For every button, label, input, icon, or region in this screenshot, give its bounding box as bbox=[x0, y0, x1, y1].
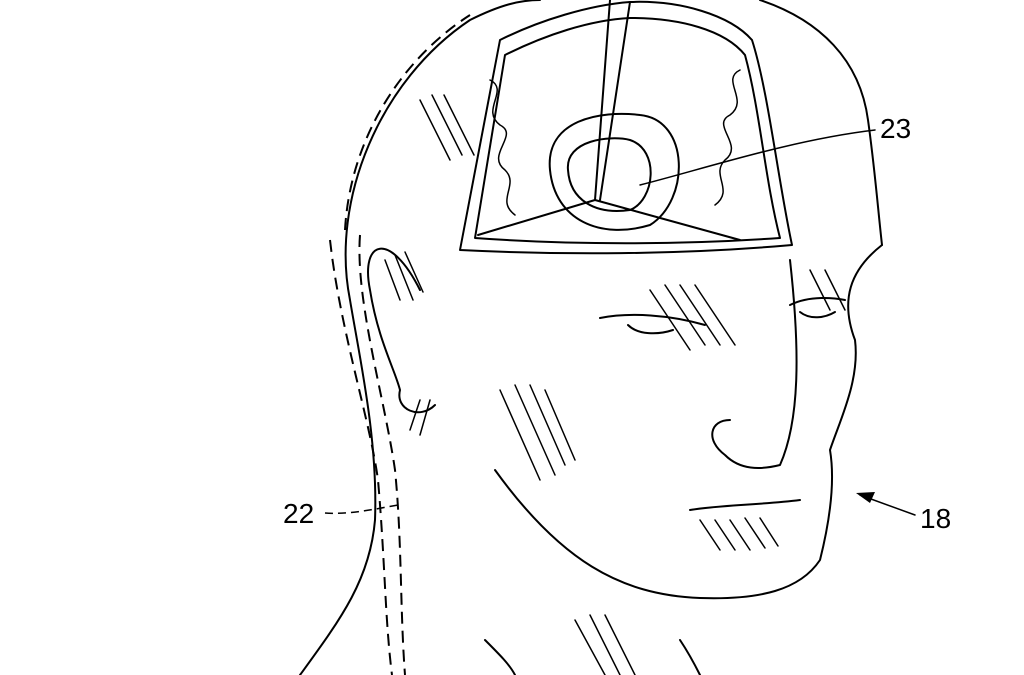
left-eye bbox=[600, 315, 705, 333]
brain-folds bbox=[490, 70, 740, 215]
nose bbox=[712, 260, 796, 468]
label-18: 18 bbox=[920, 503, 951, 534]
label-22: 22 bbox=[283, 498, 314, 529]
target-region-inner bbox=[568, 138, 651, 211]
section-plane bbox=[478, 200, 740, 240]
mouth bbox=[690, 500, 800, 510]
head-back-right bbox=[760, 0, 882, 245]
neck bbox=[485, 640, 700, 675]
leader-23 bbox=[640, 130, 875, 185]
probe bbox=[595, 0, 630, 200]
dashed-line-outer bbox=[330, 240, 392, 675]
arrow-head-icon bbox=[856, 492, 875, 503]
ear-hatching bbox=[385, 252, 430, 435]
right-eye bbox=[790, 298, 845, 317]
dashed-line-22 bbox=[345, 15, 470, 675]
label-23: 23 bbox=[880, 113, 911, 144]
leader-22 bbox=[325, 505, 398, 513]
brain-cutaway bbox=[460, 2, 792, 253]
